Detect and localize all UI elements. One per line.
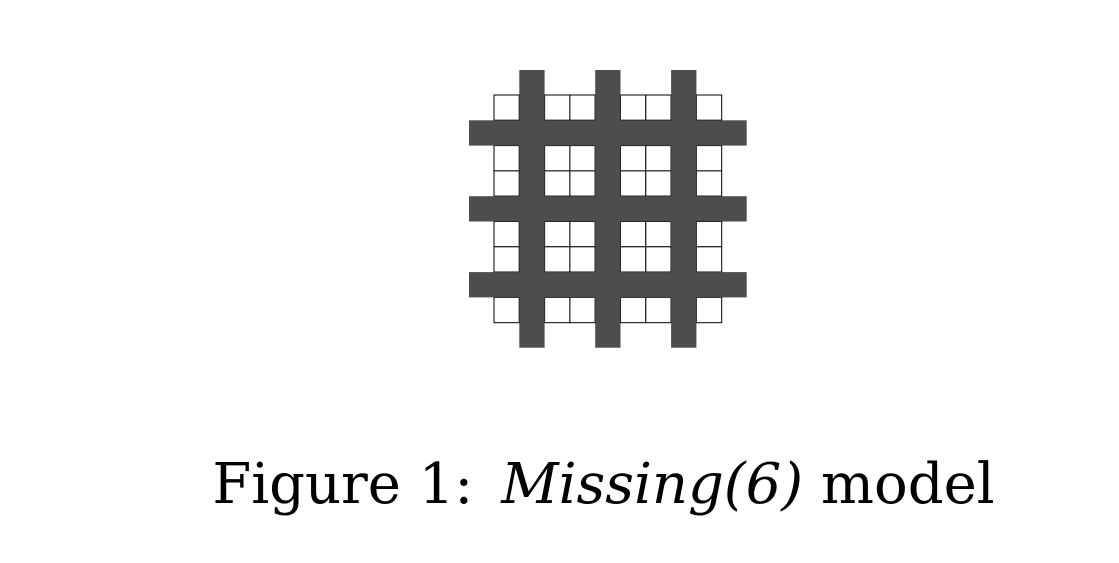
grid-cell bbox=[544, 145, 571, 172]
grid-cell bbox=[493, 296, 520, 324]
figure-caption: Figure 1: Missing(6) model bbox=[0, 440, 1119, 530]
grid-cell bbox=[544, 170, 571, 197]
grid-cell bbox=[569, 145, 596, 172]
grid-cell bbox=[544, 246, 571, 273]
grid-cell bbox=[645, 221, 672, 248]
grid-cell bbox=[620, 221, 647, 248]
grid-cell bbox=[569, 94, 596, 121]
grid-cell bbox=[695, 170, 723, 197]
grid-cell bbox=[620, 94, 647, 121]
grid-cell bbox=[645, 94, 672, 121]
vertical-bar bbox=[671, 70, 697, 348]
grid-cell bbox=[695, 94, 723, 121]
horizontal-bar bbox=[469, 272, 747, 298]
grid-cell bbox=[569, 246, 596, 273]
grid-cell bbox=[569, 221, 596, 248]
grid-cell bbox=[695, 145, 723, 172]
grid-cell bbox=[493, 221, 520, 248]
grid-cell bbox=[544, 94, 571, 121]
grid-cell bbox=[695, 221, 723, 248]
grid-cell bbox=[620, 145, 647, 172]
grid-cell bbox=[695, 246, 723, 273]
grid-cell bbox=[645, 170, 672, 197]
grid-cell bbox=[544, 296, 571, 324]
horizontal-bar bbox=[469, 196, 747, 222]
grid-bars bbox=[469, 70, 747, 348]
grid-cell bbox=[620, 246, 647, 273]
caption-prefix: Figure 1: bbox=[212, 452, 474, 517]
grid-cell bbox=[645, 145, 672, 172]
grid-diagram bbox=[469, 70, 747, 348]
grid-cell bbox=[569, 296, 596, 324]
grid-cell bbox=[493, 246, 520, 273]
grid-cell bbox=[569, 170, 596, 197]
caption-suffix: model bbox=[820, 452, 995, 517]
grid-cell bbox=[645, 246, 672, 273]
grid-cell bbox=[493, 170, 520, 197]
grid-cell bbox=[645, 296, 672, 324]
caption-model-name: Missing(6) bbox=[501, 452, 804, 517]
grid-cell bbox=[493, 94, 520, 121]
grid-cell bbox=[695, 296, 723, 324]
grid-cell bbox=[620, 296, 647, 324]
grid-cell bbox=[493, 145, 520, 172]
grid-cell bbox=[544, 221, 571, 248]
grid-cell bbox=[620, 170, 647, 197]
